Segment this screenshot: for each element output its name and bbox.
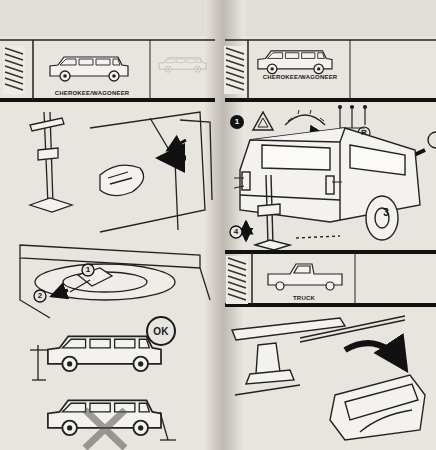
header-band: TRUCK [258,256,350,301]
vehicle-label: CHEROKEE/WAGONEER [263,74,338,80]
callout-number: 2 [38,292,42,300]
vehicle-label: CHEROKEE/WAGONEER [55,90,130,96]
callout-number: 3 [383,208,389,218]
ok-circle: OK [146,316,176,346]
callout-number: 1 [86,266,90,274]
callout-number: 4 [234,228,238,236]
ok-mark: OK [153,326,168,337]
header-band: CHEROKEE/WAGONEER [252,44,348,80]
vehicle-label: TRUCK [293,295,315,301]
gear-letter: R [361,129,367,137]
callout-number: 1 [235,118,239,126]
header-band: CHEROKEE/WAGONEER [38,44,146,96]
